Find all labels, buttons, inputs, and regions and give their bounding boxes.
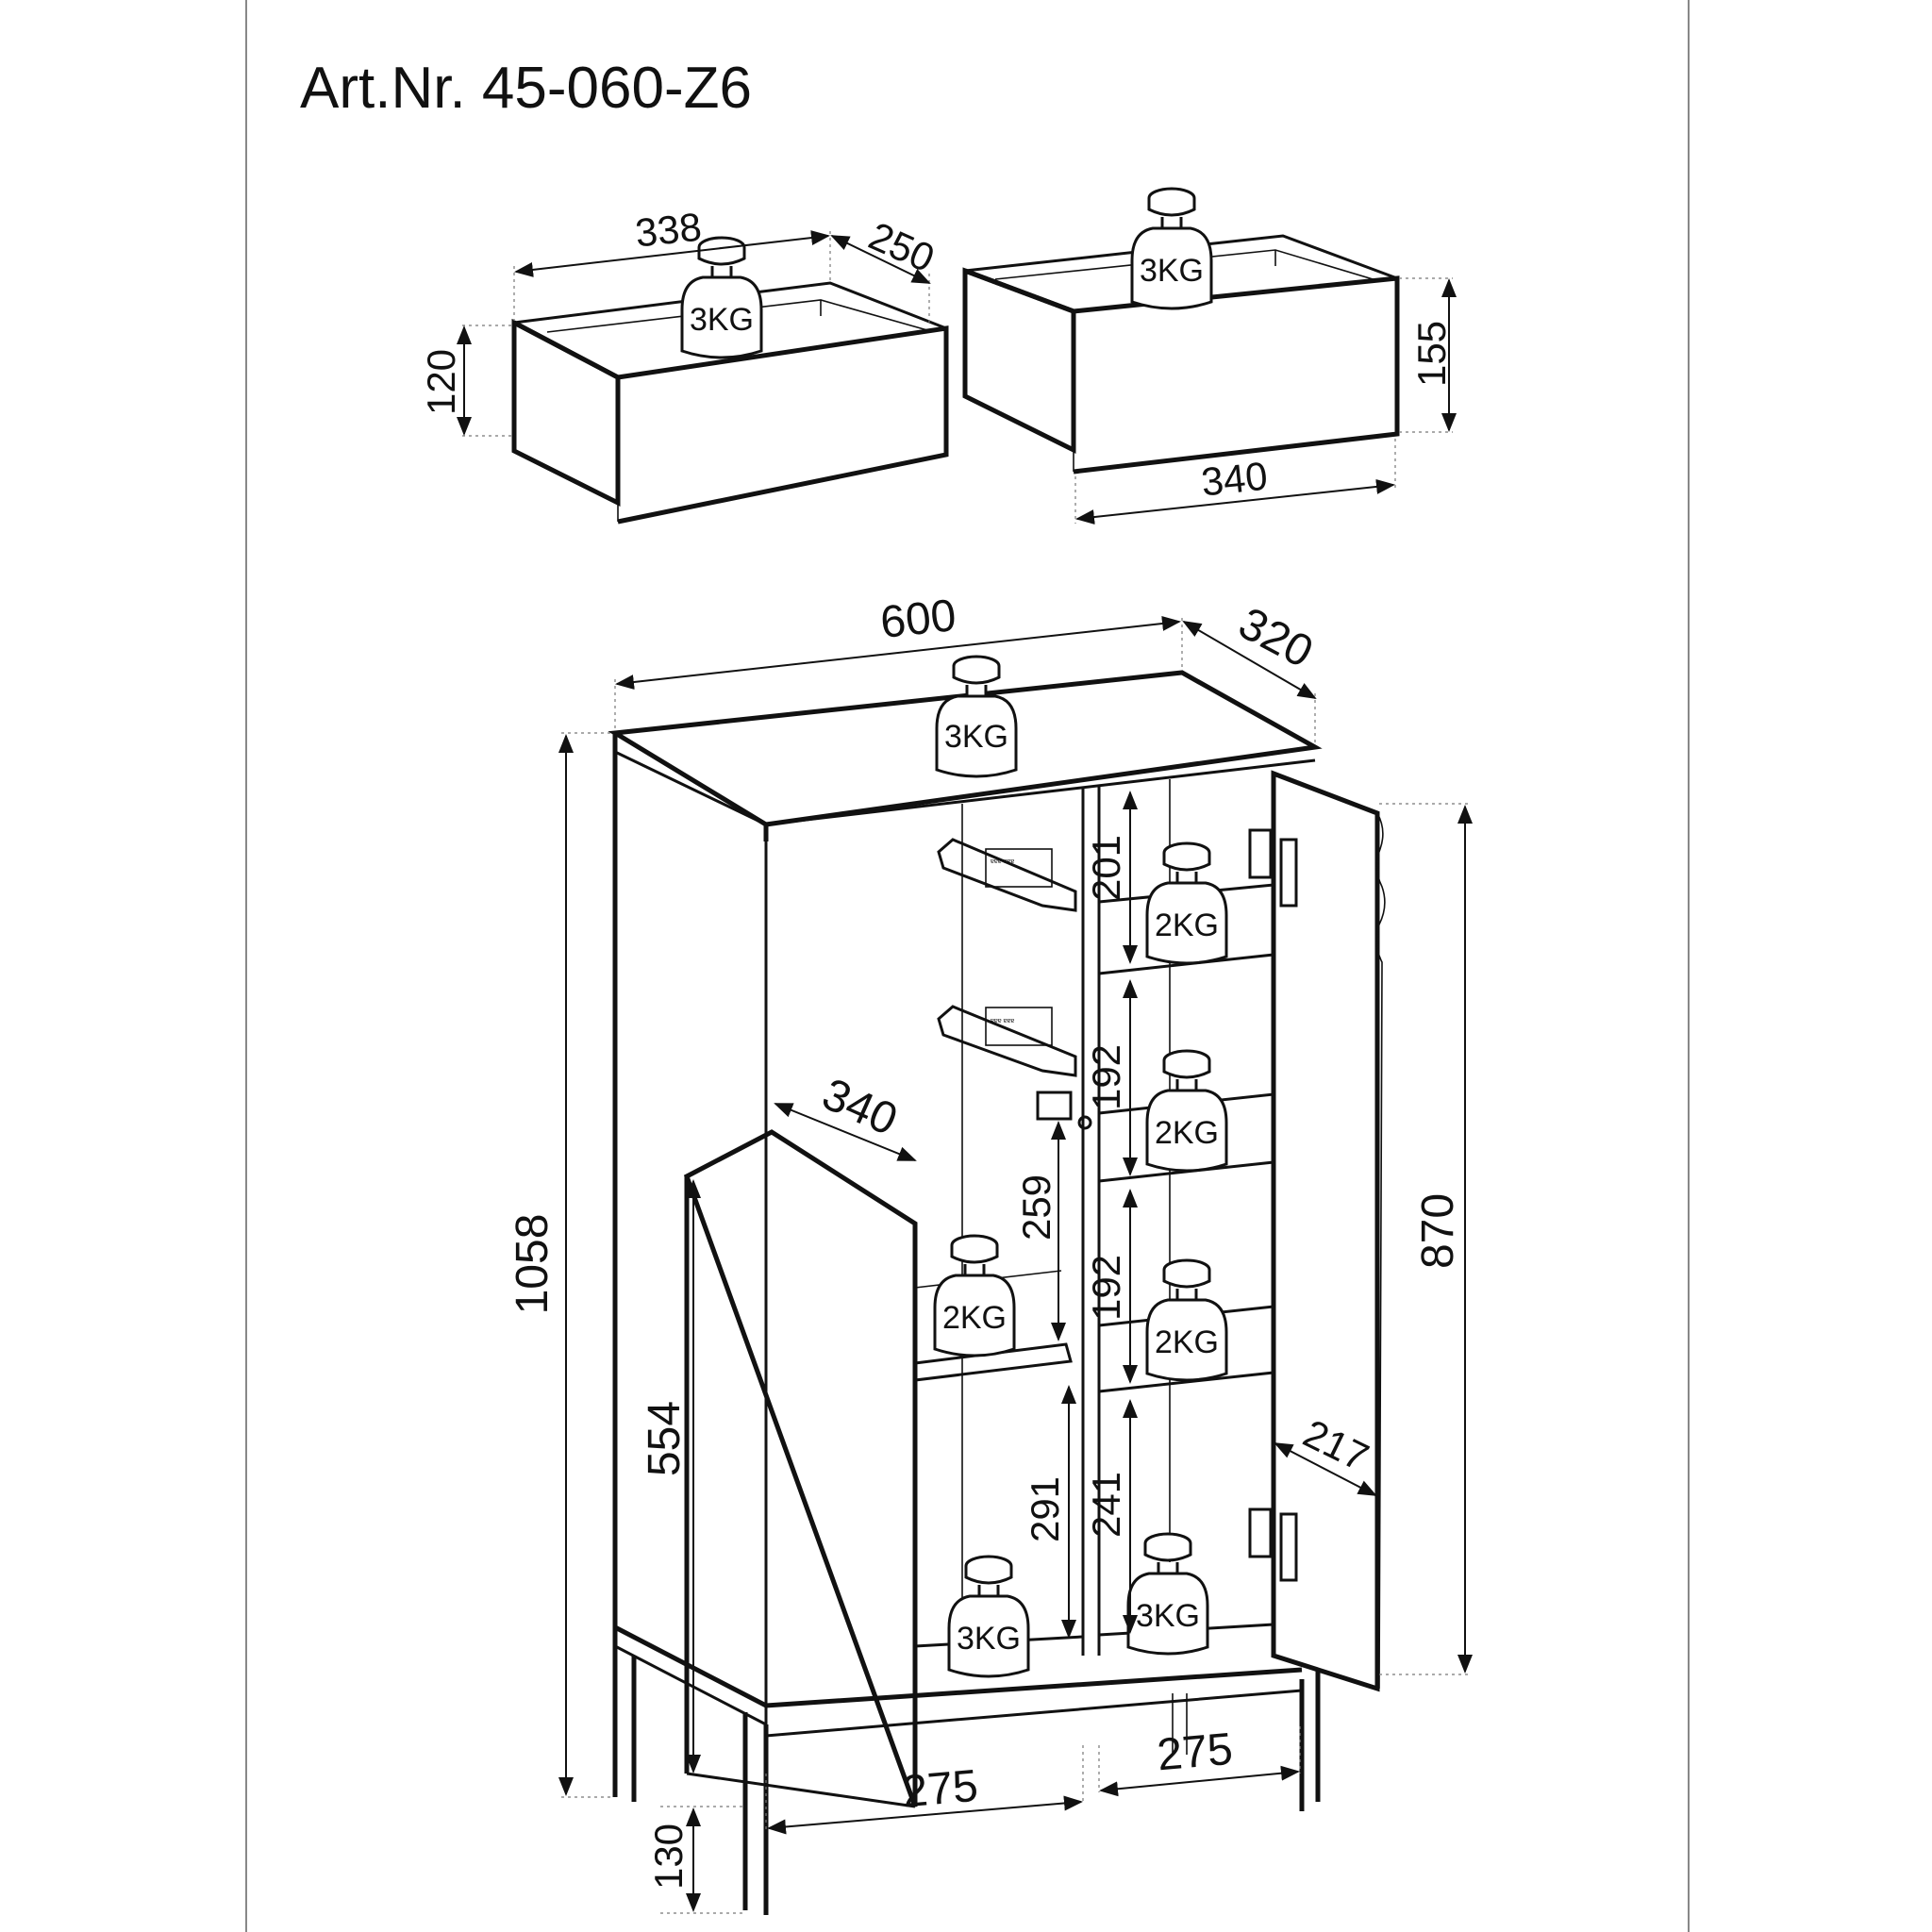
weight-top-icon [935, 655, 1018, 778]
dim-right-gap-3: 192 [1084, 1255, 1128, 1321]
drawer-large [962, 234, 1400, 475]
load-right-bottom: 3KG [1136, 1598, 1200, 1634]
dim-right-shelf-depth: 217 [1297, 1410, 1376, 1479]
weight-drawer-right-icon [1130, 187, 1213, 310]
weight-left-shelf-icon [933, 1234, 1016, 1357]
weight-right-shelf-3-icon [1145, 1258, 1228, 1382]
dim-drawer-small-depth: 250 [862, 213, 941, 280]
load-left-bottom: 3KG [957, 1621, 1021, 1657]
load-left-shelf: 2KG [942, 1300, 1007, 1336]
dim-leg-height: 130 [646, 1824, 691, 1890]
dim-right-compartment-width: 275 [1155, 1724, 1234, 1781]
drawer-small [511, 281, 949, 525]
dim-line-left-shelf-depth [774, 1103, 917, 1161]
dim-left-upper-gap: 259 [1014, 1174, 1058, 1241]
dim-cabinet-width: 600 [878, 591, 958, 648]
dim-left-door-height: 554 [640, 1401, 690, 1476]
weight-left-bottom-icon [947, 1555, 1030, 1678]
dim-left-lower-gap: 291 [1023, 1476, 1067, 1542]
weight-right-shelf-2-icon [1145, 1049, 1228, 1173]
svg-text:ɐɐɐ ɐɐɐ: ɐɐɐ ɐɐɐ [991, 858, 1014, 865]
dim-cabinet-height: 1058 [508, 1214, 558, 1315]
dim-line-cabinet-depth [1182, 620, 1317, 700]
dim-door-height: 870 [1413, 1193, 1463, 1269]
dim-left-compartment-width: 275 [900, 1761, 979, 1818]
weight-right-bottom-icon [1126, 1532, 1209, 1656]
dim-drawer-large-width: 340 [1199, 454, 1270, 505]
dim-drawer-small-height: 120 [419, 349, 463, 415]
load-right-shelf-2: 2KG [1155, 1115, 1219, 1151]
dim-line-left-compartment-width [767, 1795, 1083, 1835]
dim-line-right-shelf-depth [1274, 1442, 1377, 1496]
dim-right-gap-4: 241 [1084, 1472, 1128, 1538]
dim-right-gap-1: 201 [1084, 835, 1128, 901]
dim-cabinet-depth: 320 [1230, 598, 1321, 677]
load-right-shelf-1: 2KG [1155, 908, 1219, 943]
weight-right-shelf-1-icon [1145, 841, 1228, 965]
load-top: 3KG [944, 719, 1008, 755]
dim-line-drawer-large-width [1075, 478, 1395, 525]
load-right-shelf-3: 2KG [1155, 1324, 1219, 1360]
svg-text:ɐɐɐ ɐɐɐ: ɐɐɐ ɐɐɐ [991, 1018, 1014, 1024]
dim-drawer-large-height: 155 [1409, 321, 1454, 387]
dim-line-drawer-small-depth [830, 235, 931, 284]
dim-line-right-compartment-width [1099, 1765, 1300, 1797]
article-number-title: Art.Nr. 45-060-Z6 [300, 56, 752, 121]
load-drawer-left: 3KG [690, 302, 754, 338]
dim-right-gap-2: 192 [1084, 1044, 1128, 1110]
load-drawer-right: 3KG [1140, 253, 1204, 289]
weight-drawer-left-icon [680, 236, 763, 359]
dim-drawer-small-width: 338 [633, 205, 704, 256]
dim-left-shelf-depth: 340 [815, 1069, 905, 1145]
dim-line-drawer-small-width [514, 230, 830, 277]
dim-line-cabinet-width [615, 616, 1181, 690]
